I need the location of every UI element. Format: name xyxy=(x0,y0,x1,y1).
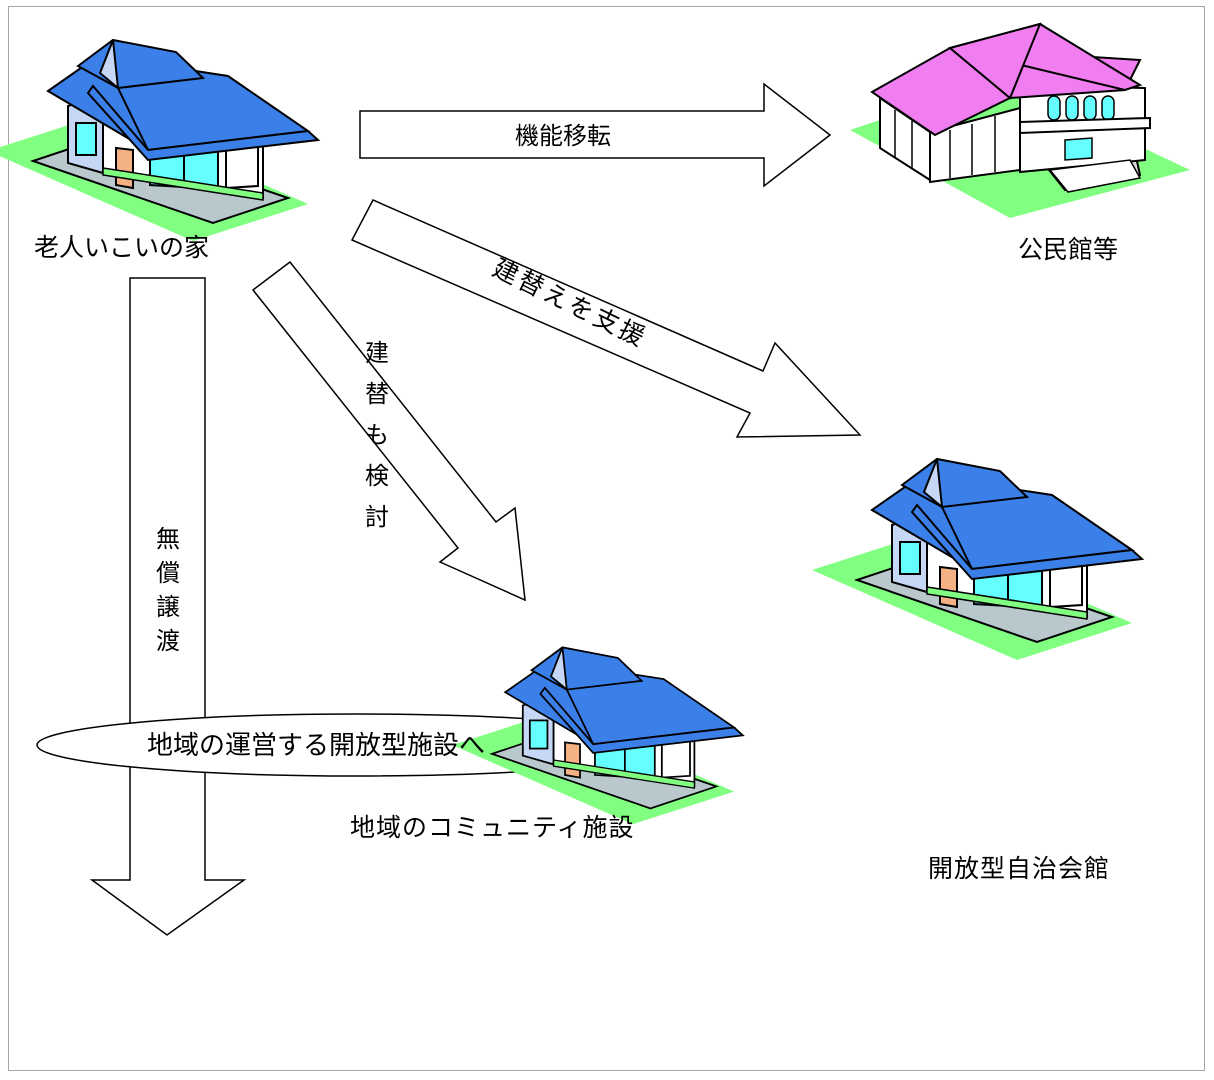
house-icon-community xyxy=(451,646,744,826)
node-label-source: 老人いこいの家 xyxy=(34,233,210,262)
hall-icon-kominkan xyxy=(850,22,1190,218)
node-label-kominkan: 公民館等 xyxy=(1018,235,1119,264)
house-icon-jichikaikan xyxy=(811,458,1143,661)
edge-label-free-transfer: 無償譲渡 xyxy=(156,525,180,655)
diagram-frame xyxy=(8,6,1205,1071)
arrow-rebuild-consider xyxy=(251,260,526,602)
node-label-jichikaikan: 開放型自治会館 xyxy=(928,854,1111,883)
arrow-free-transfer xyxy=(89,277,247,936)
node-label-community: 地域のコミュニティ施設 xyxy=(350,813,635,842)
arrow-rebuild-support xyxy=(350,199,862,438)
node-label-destination: 地域の運営する開放型施設へ xyxy=(147,731,486,761)
arrow-function-transfer xyxy=(359,82,832,188)
house-icon-source xyxy=(0,39,319,242)
edge-label-function-transfer: 機能移転 xyxy=(515,122,611,150)
edge-label-rebuild-consider: 建替も検討 xyxy=(365,339,389,531)
